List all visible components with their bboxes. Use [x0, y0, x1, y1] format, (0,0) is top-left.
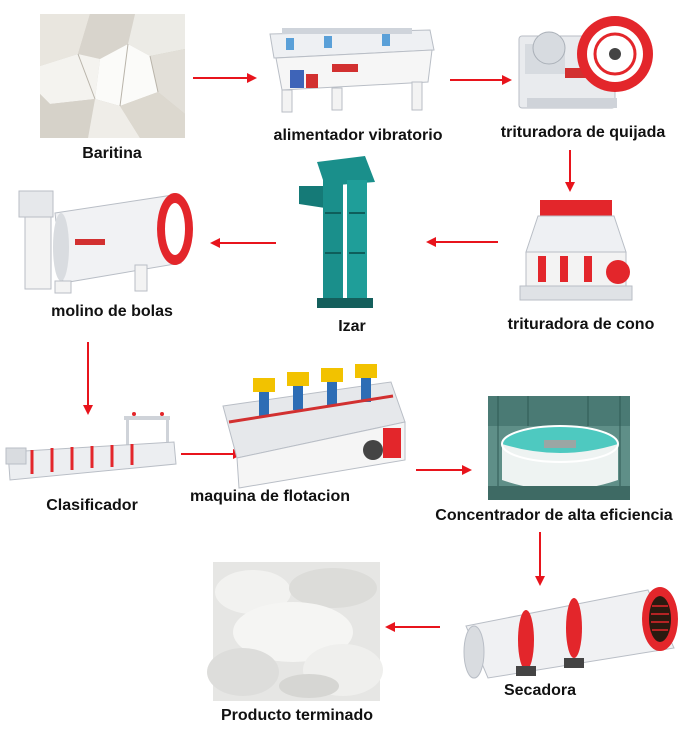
high-efficiency-concentrator-image	[488, 396, 630, 500]
ball-mill-image	[18, 190, 193, 294]
rotary-dryer-image	[463, 587, 678, 679]
label-trituradora-de-cono: trituradora de cono	[507, 316, 655, 333]
label-producto-terminado: Producto terminado	[220, 707, 374, 724]
label-alimentador-vibratorio: alimentador vibratorio	[273, 127, 443, 144]
cone-crusher-image	[519, 200, 633, 301]
label-maquina-de-flotacion: maquina de flotacion	[189, 488, 351, 505]
finished-product-powder-image	[207, 562, 383, 701]
bucket-elevator-image	[299, 156, 375, 308]
label-molino-de-bolas: molino de bolas	[51, 303, 173, 320]
label-clasificador: Clasificador	[46, 497, 138, 514]
label-baritina: Baritina	[82, 145, 142, 162]
label-trituradora-de-quijada: trituradora de quijada	[500, 124, 666, 141]
label-concentrador-de-alta-eficiencia: Concentrador de alta eficiencia	[435, 507, 673, 524]
baritina-mineral-image	[40, 14, 185, 138]
label-secadora: Secadora	[503, 682, 577, 699]
vibrating-feeder-image	[269, 28, 435, 113]
jaw-crusher-image	[518, 16, 653, 109]
flotation-machine-image	[222, 364, 406, 489]
label-izar: Izar	[338, 318, 366, 335]
spiral-classifier-image	[5, 412, 177, 481]
